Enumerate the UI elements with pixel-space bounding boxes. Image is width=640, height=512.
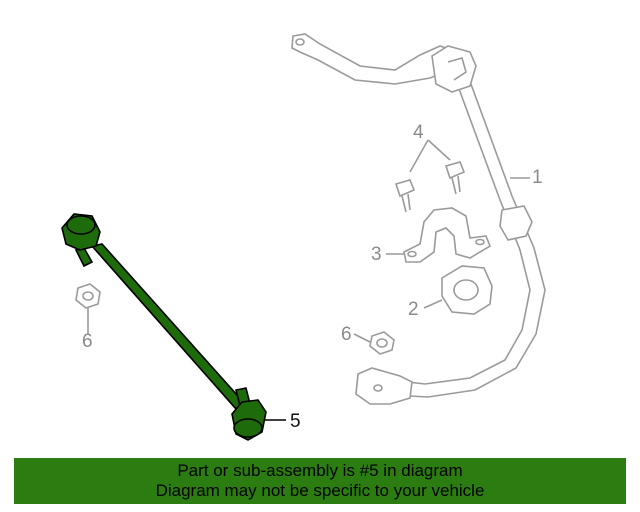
callout-6-right: 6 bbox=[341, 324, 352, 345]
stabilizer-link bbox=[61, 213, 267, 441]
callout-2: 2 bbox=[408, 299, 419, 320]
nut-right bbox=[369, 331, 395, 355]
callout-3: 3 bbox=[371, 244, 382, 265]
info-banner: Part or sub-assembly is #5 in diagram Di… bbox=[14, 458, 626, 504]
banner-line-1: Part or sub-assembly is #5 in diagram bbox=[177, 461, 463, 480]
banner-line-2: Diagram may not be specific to your vehi… bbox=[155, 481, 485, 500]
bushing-bracket bbox=[403, 207, 491, 263]
stabilizer-bar bbox=[291, 33, 546, 405]
leader-lines bbox=[87, 139, 530, 421]
bushing bbox=[441, 265, 493, 315]
bolts bbox=[394, 161, 466, 213]
callout-1: 1 bbox=[532, 167, 543, 188]
nut-left bbox=[75, 283, 101, 309]
callout-6-left: 6 bbox=[82, 331, 93, 352]
callout-4: 4 bbox=[413, 122, 424, 143]
parts-diagram: 1 4 3 2 6 6 5 bbox=[61, 33, 546, 441]
callout-5: 5 bbox=[290, 411, 301, 432]
